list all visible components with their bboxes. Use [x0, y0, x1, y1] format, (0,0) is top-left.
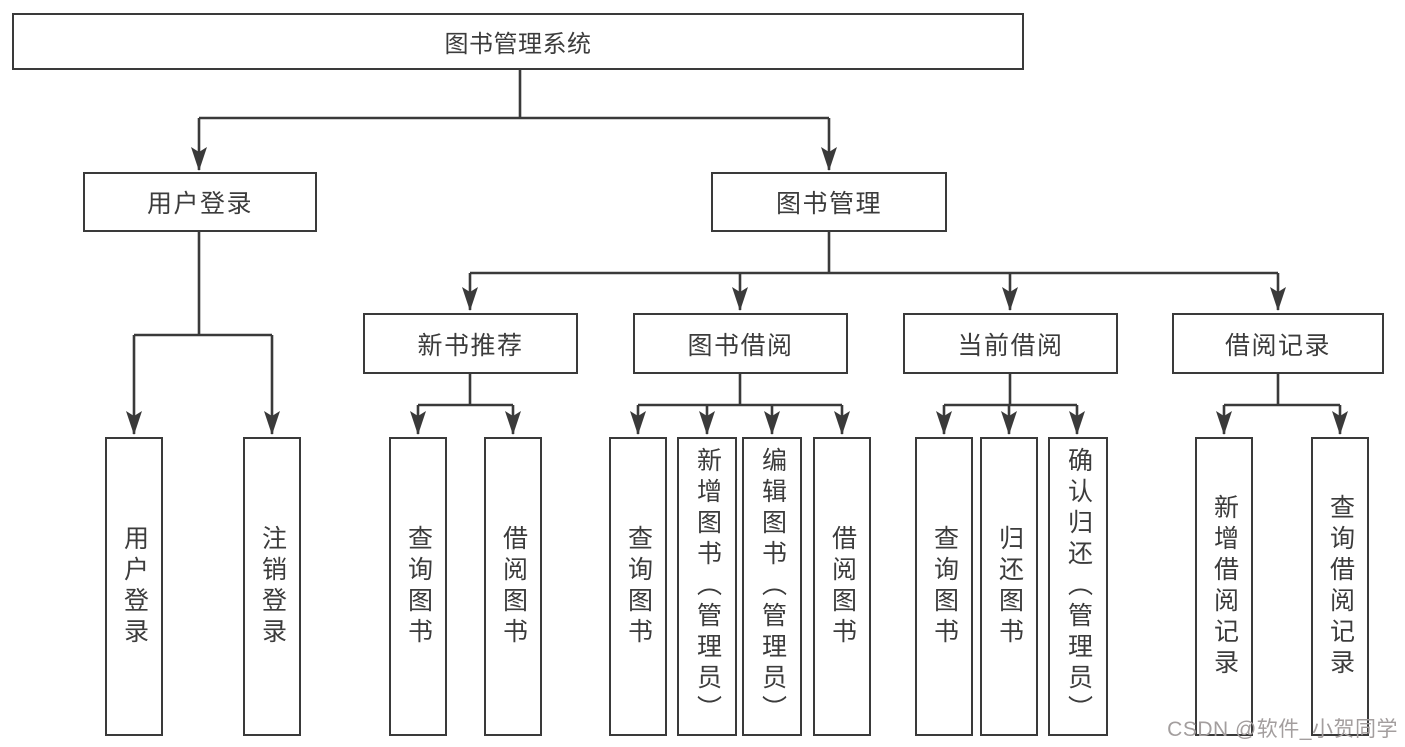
edge-book-borrow-to-leaves [630, 372, 850, 435]
node-leaf-confirm-return-admin: 确认归还（管理员） [1048, 437, 1108, 736]
leaf-label: 借阅图书 [499, 524, 528, 649]
leaf-label: 新增借阅记录 [1210, 493, 1239, 680]
leaf-label: 查询图书 [404, 524, 433, 649]
node-label: 图书管理 [775, 190, 882, 218]
leaf-label: 查询借阅记录 [1326, 493, 1355, 680]
node-label: 借阅记录 [1224, 331, 1331, 360]
node-leaf-query-books: 查询图书 [915, 437, 973, 736]
node-book-borrowing: 图书借阅 [633, 313, 848, 374]
node-label: 图书借阅 [687, 331, 794, 360]
node-leaf-return-books: 归还图书 [980, 437, 1038, 736]
leaf-label: 查询图书 [624, 524, 653, 649]
node-label: 图书管理系统 [444, 31, 592, 58]
leaf-label: 编辑图书（管理员） [758, 447, 787, 726]
leaf-label: 确认归还（管理员） [1064, 447, 1093, 726]
node-label: 当前借阅 [957, 331, 1064, 360]
node-leaf-user-login: 用户登录 [105, 437, 163, 736]
leaf-label: 归还图书 [995, 524, 1024, 649]
node-user-login: 用户登录 [83, 172, 317, 232]
edge-book-mgmt-to-level3 [462, 230, 1286, 311]
node-borrow-records: 借阅记录 [1172, 313, 1384, 374]
node-book-management: 图书管理 [711, 172, 947, 232]
edge-root-to-level2 [191, 69, 837, 171]
leaf-label: 用户登录 [120, 524, 149, 649]
leaf-label: 查询图书 [930, 524, 959, 649]
node-leaf-borrow-books: 借阅图书 [484, 437, 542, 736]
node-library-management-system: 图书管理系统 [12, 13, 1024, 70]
csdn-watermark: CSDN @软件_小贺同学 [1167, 718, 1398, 741]
leaf-label: 注销登录 [258, 524, 287, 649]
node-leaf-query-borrow-record: 查询借阅记录 [1311, 437, 1369, 736]
node-current-borrowing: 当前借阅 [903, 313, 1118, 374]
node-leaf-logout: 注销登录 [243, 437, 301, 736]
node-label: 用户登录 [146, 190, 253, 218]
node-leaf-query-books: 查询图书 [389, 437, 447, 736]
edge-current-borrow-to-leaves [936, 372, 1085, 435]
node-label: 新书推荐 [417, 331, 524, 360]
node-leaf-borrow-books: 借阅图书 [813, 437, 871, 736]
edge-borrow-record-to-leaves [1216, 372, 1348, 435]
node-leaf-query-books: 查询图书 [609, 437, 667, 736]
edge-user-login-to-leaves [126, 230, 280, 435]
node-leaf-edit-book-admin: 编辑图书（管理员） [742, 437, 802, 736]
leaf-label: 新增图书（管理员） [693, 447, 722, 726]
node-leaf-add-borrow-record: 新增借阅记录 [1195, 437, 1253, 736]
node-leaf-add-book-admin: 新增图书（管理员） [677, 437, 737, 736]
edge-new-book-to-leaves [410, 372, 521, 435]
leaf-label: 借阅图书 [828, 524, 857, 649]
node-new-book-recommend: 新书推荐 [363, 313, 578, 374]
